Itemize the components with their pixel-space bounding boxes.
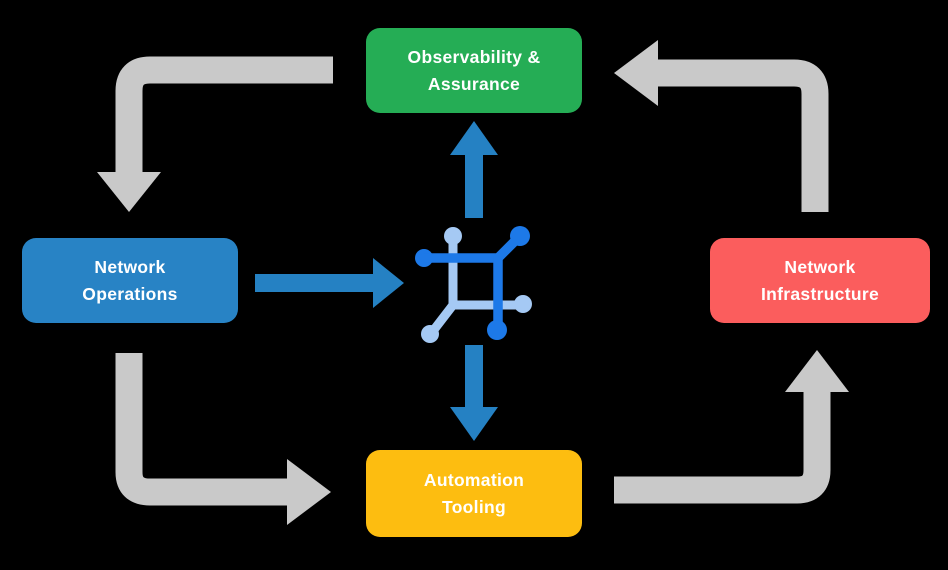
cycle-arrow-top-left [97, 56, 333, 212]
arrowhead-left-icon [614, 40, 658, 106]
arrowhead-right-icon [287, 459, 331, 525]
arrowhead-up-icon [450, 121, 498, 155]
node-label-line2: Infrastructure [761, 283, 879, 304]
cycle-arrow-bottom-left [115, 353, 331, 525]
arrowhead-down-icon [97, 172, 161, 212]
node-observability-assurance: Observability & Assurance [366, 28, 582, 113]
cycle-arrow-bottom-right [614, 350, 849, 504]
arrowhead-down-icon [450, 407, 498, 441]
flow-arrow-center-to-observability [450, 121, 498, 218]
network-mesh-dark-branches [415, 226, 530, 340]
node-network-infrastructure: Network Infrastructure [710, 238, 930, 323]
network-mesh-icon [415, 226, 532, 343]
node-label-line2: Assurance [427, 73, 521, 94]
network-mesh-light-branches [421, 227, 532, 343]
node-automation-tooling: Automation Tooling [366, 450, 582, 537]
flow-arrow-operations-to-center [255, 258, 404, 308]
cycle-arrow-top-right [614, 40, 829, 212]
node-label-line1: Network [784, 257, 856, 278]
node-label-line1: Network [94, 257, 166, 278]
node-label-line2: Tooling [442, 496, 506, 517]
node-label-line1: Observability & [407, 47, 541, 68]
arrowhead-right-icon [373, 258, 404, 308]
node-network-operations: Network Operations [22, 238, 238, 323]
arrowhead-up-icon [785, 350, 849, 392]
flow-arrow-center-to-automation [450, 345, 498, 441]
node-label-line1: Automation [423, 470, 525, 491]
node-label-line2: Operations [82, 283, 178, 304]
